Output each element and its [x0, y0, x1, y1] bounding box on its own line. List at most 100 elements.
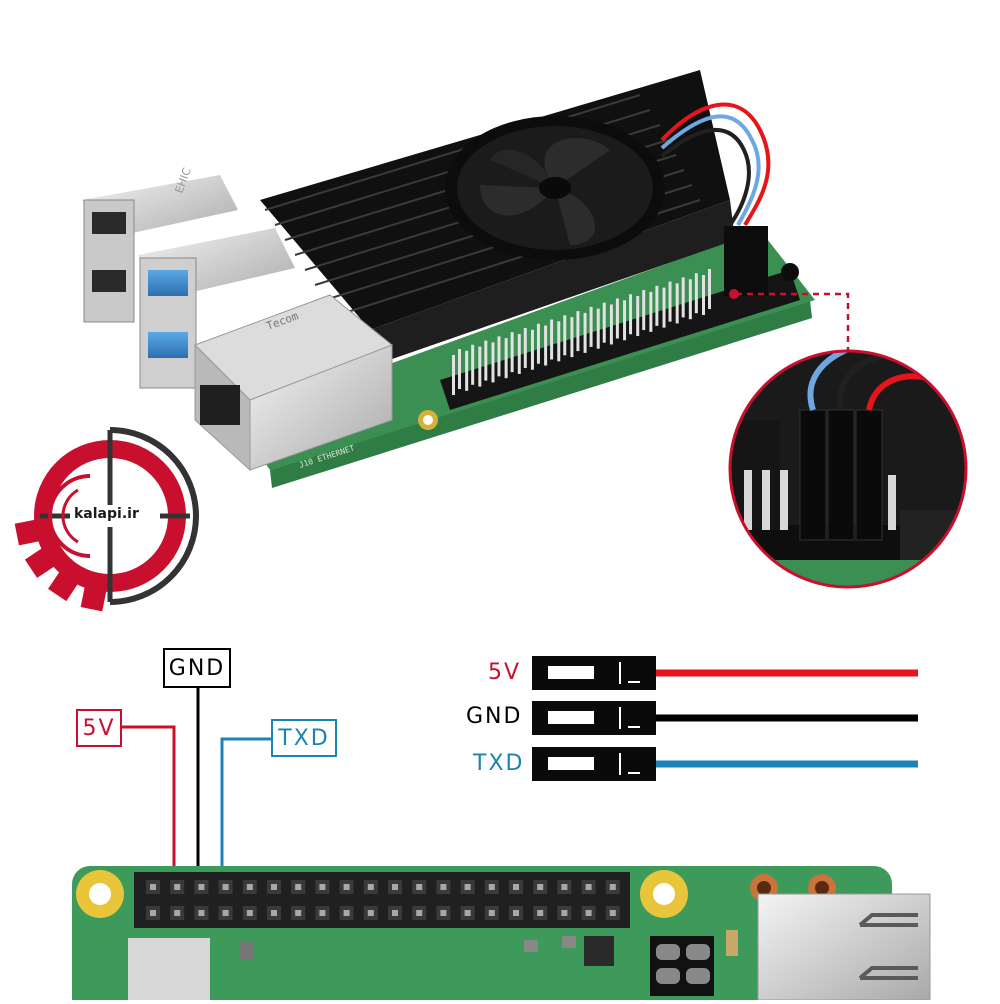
gpio-pin-tip — [416, 910, 423, 916]
usb-port-stack-1 — [82, 175, 238, 323]
header-pin — [596, 308, 600, 349]
gpio-pin-tip — [198, 910, 205, 916]
gpio-pin-tip — [343, 910, 350, 916]
gpio-pin-tip — [440, 884, 447, 890]
header-pin — [694, 273, 698, 314]
gpio-pin-tip — [585, 910, 592, 916]
header-pin — [517, 333, 521, 374]
gpio-pin-tip — [222, 910, 229, 916]
header-pin — [510, 332, 514, 373]
header-pin — [576, 311, 580, 352]
callout-5v-label: 5V — [76, 709, 122, 747]
usb-port-flat — [757, 893, 931, 1001]
gpio-pin-tip — [343, 884, 350, 890]
header-pin — [649, 291, 653, 332]
header-pin — [504, 338, 508, 379]
gpio-pin-tip — [416, 884, 423, 890]
gpio-pin-tip — [609, 910, 616, 916]
mount-hole — [781, 263, 799, 281]
pcb — [270, 300, 812, 488]
gpio-pin-tip — [295, 884, 302, 890]
gpio-pin-tip — [150, 910, 156, 916]
legend-gnd-label: GND — [466, 704, 523, 729]
gpio-pin-tip — [222, 884, 229, 890]
gpio-pin-tip — [513, 884, 519, 890]
header-pin — [636, 296, 640, 337]
header-pin — [662, 287, 666, 328]
connector-gnd — [532, 701, 918, 735]
header-pin — [583, 312, 587, 353]
header-pin — [452, 355, 455, 395]
gpio-pin-tip — [319, 910, 326, 916]
gpio-pin-tip — [198, 884, 205, 890]
gpio-pin-tip — [561, 910, 568, 916]
gpio-pin-tip — [174, 910, 181, 916]
wire-legend-graphics — [532, 656, 918, 781]
connector-5v — [532, 656, 918, 690]
ethernet-jack — [194, 294, 393, 472]
header-pin — [530, 329, 534, 370]
gpio-pin-tip — [392, 884, 398, 890]
callout-gnd-label: GND — [163, 648, 231, 688]
zoom-connectors — [799, 409, 883, 541]
board-flat — [72, 866, 931, 1004]
header-pin — [623, 300, 627, 341]
gpio-pin-tip — [488, 884, 495, 890]
header-pin — [589, 306, 593, 347]
zoom-inset — [728, 349, 968, 589]
gpio-pin-tip — [246, 910, 253, 916]
gpio-pin-tip — [246, 884, 253, 890]
gpio-pin-tip — [609, 884, 616, 890]
header-pin — [609, 304, 613, 345]
header-pin — [557, 321, 561, 362]
legend-5v-label: 5V — [488, 660, 522, 685]
header-pin — [478, 346, 482, 387]
header-pin — [708, 269, 711, 309]
gpio-header — [134, 872, 630, 928]
gpio-pin-tip — [464, 910, 471, 916]
header-pin — [602, 302, 606, 343]
header-pin — [523, 327, 527, 368]
gpio-pin-tip — [440, 910, 447, 916]
header-pin — [458, 349, 461, 389]
gpio-pin-tip — [537, 884, 544, 890]
gear-tooth — [80, 585, 107, 612]
zoom-callout-line — [729, 289, 850, 350]
gear-tooth — [14, 519, 41, 546]
gpio-pin-tip — [464, 884, 471, 890]
gpio-pin-tip — [367, 910, 374, 916]
gpio-pins — [146, 880, 620, 920]
heatsink-front — [370, 200, 735, 365]
board-gpio-header — [440, 269, 800, 410]
header-pin — [642, 290, 646, 331]
header-pin — [465, 350, 469, 391]
header-pin — [629, 294, 633, 335]
gpio-pin-tip — [513, 910, 519, 916]
fan-wires — [660, 102, 771, 227]
gpio-pin-tip — [488, 910, 495, 916]
gpio-pin-tip — [392, 910, 398, 916]
fan-connector — [724, 226, 768, 296]
header-pin — [563, 315, 567, 356]
callout-txd-label: TXD — [271, 719, 337, 757]
header-pin — [681, 277, 685, 318]
gpio-pin-tip — [585, 884, 592, 890]
gpio-pin-tip — [150, 884, 156, 890]
header-pin — [536, 323, 540, 364]
gpio-pin-tip — [319, 884, 326, 890]
header-pin — [491, 342, 495, 383]
connector-txd — [532, 747, 918, 781]
header-pin — [702, 275, 705, 315]
header-pin — [688, 279, 692, 320]
gpio-pin-tip — [174, 884, 181, 890]
gpio-pin-tip — [367, 884, 374, 890]
zoom-pins — [744, 470, 896, 530]
header-pin — [471, 344, 475, 385]
header-pin — [675, 283, 679, 324]
board-photo: Tecom EHIC J10 ETHERNET — [82, 70, 815, 488]
fan-icon — [445, 116, 665, 260]
gpio-pin-tip — [271, 884, 277, 890]
usb-port-stack-2-blue — [138, 228, 295, 389]
